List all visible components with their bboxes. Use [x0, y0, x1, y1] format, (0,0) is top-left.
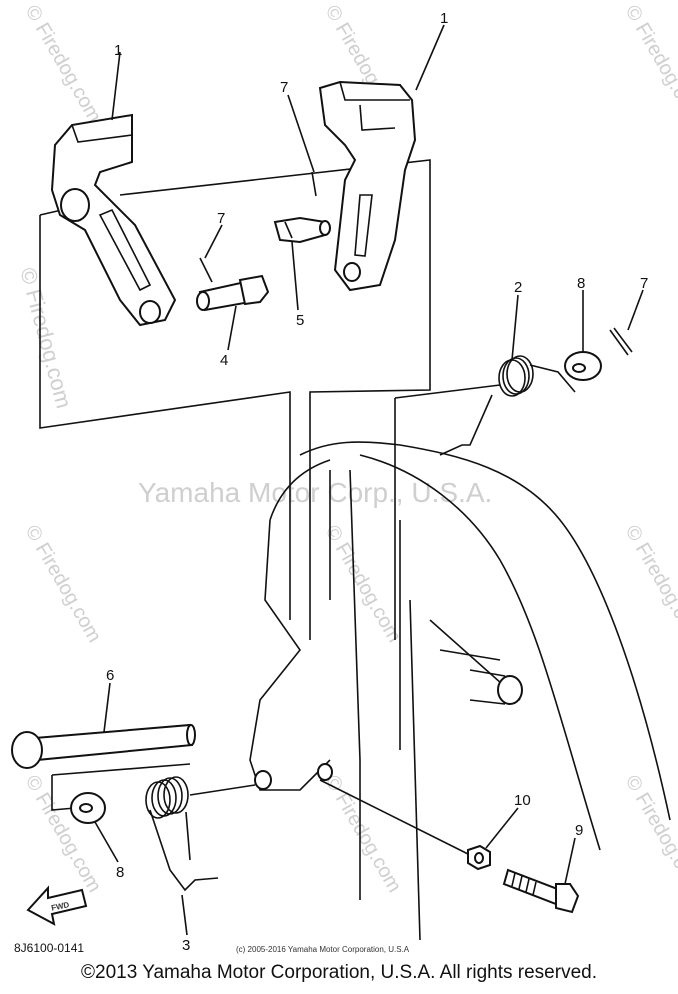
pin-clevis — [273, 216, 331, 244]
part-number-3: 3 — [182, 937, 190, 954]
pin-short — [196, 274, 270, 312]
pin-long — [11, 723, 196, 769]
part-number-1-left: 1 — [114, 42, 122, 59]
diagram-code: 8J6100-0141 — [14, 941, 84, 955]
nut — [467, 844, 491, 871]
part-number-7-left: 7 — [217, 210, 225, 227]
assembly-lines — [39, 159, 501, 856]
washer-lower — [70, 792, 106, 824]
part-number-9: 9 — [575, 822, 583, 839]
part-number-1-right: 1 — [440, 10, 448, 27]
lever-left — [50, 113, 177, 327]
spring-upper — [439, 355, 576, 456]
watermark-low-mid: © Firedog.com — [321, 772, 406, 897]
small-copyright: (c) 2005-2016 Yamaha Motor Corporation, … — [236, 945, 410, 954]
part-number-7-top: 7 — [280, 79, 288, 96]
watermark-low-right: © Firedog.com — [621, 772, 678, 897]
part-number-2: 2 — [514, 279, 522, 296]
fwd-arrow-icon: FWD — [26, 885, 88, 926]
watermark-mid-right: © Firedog.com — [621, 522, 678, 647]
part-number-5: 5 — [296, 312, 304, 329]
part-numbers: 1 1 7 7 4 5 2 8 7 6 8 3 10 9 — [106, 10, 648, 954]
part-number-8-upper: 8 — [577, 275, 585, 292]
bracket-frame — [249, 441, 671, 941]
part-number-10: 10 — [514, 792, 531, 809]
lever-right — [318, 80, 417, 292]
leader-lines — [94, 24, 644, 936]
watermark-mid-left: © Firedog.com — [21, 522, 106, 647]
watermark-center: Yamaha Motor Corp., U.S.A. — [138, 477, 492, 508]
copyright-footer: ©2013 Yamaha Motor Corporation, U.S.A. A… — [81, 962, 597, 983]
part-number-8-lower: 8 — [116, 864, 124, 881]
bolt — [502, 868, 580, 914]
watermark-low-left: © Firedog.com — [21, 772, 106, 897]
part-number-6: 6 — [106, 667, 114, 684]
part-number-7-right: 7 — [640, 275, 648, 292]
part-number-4: 4 — [220, 352, 228, 369]
watermark-mid-mid: © Firedog.com — [321, 522, 406, 647]
spring-lower — [145, 776, 219, 892]
cotter-pins — [199, 171, 633, 356]
washer-upper — [564, 351, 602, 381]
watermark-left: © Firedog.com — [15, 265, 77, 411]
watermark-top-left: © Firedog.com — [21, 2, 106, 127]
watermark-top-right: © Firedog.com — [621, 2, 678, 127]
fwd-label: FWD — [50, 900, 70, 913]
